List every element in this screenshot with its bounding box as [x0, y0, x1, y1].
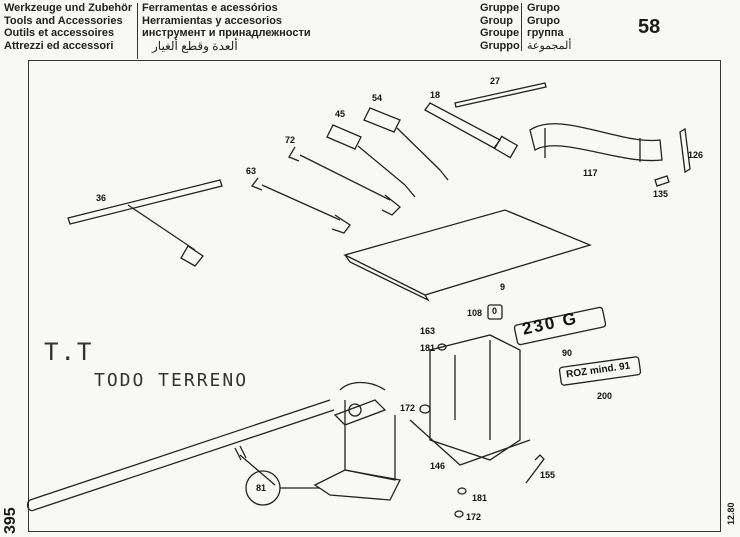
strap-117-icon: [529, 123, 663, 162]
part-108-box-icon: [487, 304, 503, 320]
handwritten-tt: T.T: [44, 338, 94, 366]
title-column-right: Ferramentas e acessórios Herramientas y …: [142, 2, 311, 52]
bolt-155-icon: [525, 454, 545, 484]
title-de: Werkzeuge und Zubehör: [4, 2, 133, 14]
part-label: 172: [400, 403, 416, 413]
screwdriver-45-icon: [326, 124, 416, 198]
part-label: 155: [540, 470, 556, 480]
part-label: 108: [467, 308, 483, 318]
part-label: 163: [420, 326, 436, 336]
badge-roz-icon: [558, 356, 642, 386]
page-number: 395: [2, 507, 19, 534]
rod-27-icon: [454, 82, 547, 108]
title-en: Tools and Accessories: [4, 14, 123, 27]
date-code: 12.80: [726, 502, 736, 525]
handwritten-todo-terreno: TODO TERRENO: [94, 370, 249, 391]
jack-holder-146-icon: [409, 334, 531, 466]
group-it: Gruppo: [480, 39, 520, 52]
jack-handle-81-icon: [26, 399, 335, 512]
group-fr: Groupe: [480, 27, 520, 39]
group-es: Grupo: [527, 14, 560, 27]
title-ar: ألعدة وقطع ألغيار: [152, 38, 238, 53]
group-ar: ألمجموعة: [527, 39, 572, 52]
screwdriver-54-icon: [363, 107, 449, 181]
group-column-left: Gruppe Group Groupe Gruppo: [480, 2, 520, 52]
part-label: 135: [653, 189, 669, 199]
washer-icon: [419, 343, 467, 518]
part-label: 181: [420, 343, 436, 353]
part-label-box: 0: [492, 306, 498, 316]
part-label: 36: [96, 193, 107, 203]
part-label: 181: [472, 493, 488, 503]
badge-230g-icon: [513, 306, 607, 346]
wrench-63-icon: [250, 177, 351, 234]
part-label: 172: [466, 512, 482, 522]
divider: [137, 3, 138, 59]
box-wrench-18-icon: [424, 102, 519, 159]
part-label: 18: [430, 90, 441, 100]
part-label: 9: [500, 282, 506, 292]
part-label: 90: [562, 348, 573, 358]
group-number: 58: [638, 16, 661, 38]
part-label: 200: [597, 391, 613, 401]
part-label: 63: [246, 166, 257, 176]
diagram-frame: [28, 60, 721, 532]
part-label: 117: [583, 168, 598, 178]
tool-bag-9-icon: [343, 209, 592, 302]
group-pt: Grupo: [527, 2, 560, 14]
bottle-jack-icon: [313, 381, 401, 501]
screw-135-icon: [654, 175, 670, 187]
group-column-right: Grupo Grupo группа ألمجموعة: [527, 2, 571, 52]
part-label: 146: [430, 461, 446, 471]
group-de: Gruppe: [480, 2, 520, 14]
title-ru: инструмент и принадлежности: [142, 27, 311, 39]
title-pt: Ferramentas e acessórios: [142, 2, 278, 14]
title-es: Herramientas y accesorios: [142, 14, 283, 27]
divider: [521, 3, 522, 51]
wrench-72-icon: [288, 146, 401, 216]
bracket-126-icon: [679, 127, 691, 174]
part-label: 126: [688, 150, 704, 160]
title-column-left: Werkzeuge und Zubehör Tools and Accessor…: [4, 2, 132, 52]
part-label: 72: [285, 135, 296, 145]
t-wrench-36-icon: [67, 179, 223, 267]
title-it: Attrezzi ed accessori: [4, 39, 114, 52]
part-label: 54: [372, 93, 383, 103]
group-ru: группа: [527, 27, 564, 39]
callout-label-81: 81: [256, 483, 267, 493]
group-en: Group: [480, 14, 513, 27]
title-fr: Outils et accessoires: [4, 27, 115, 39]
part-label: 27: [490, 76, 501, 86]
part-label: 45: [335, 109, 346, 119]
